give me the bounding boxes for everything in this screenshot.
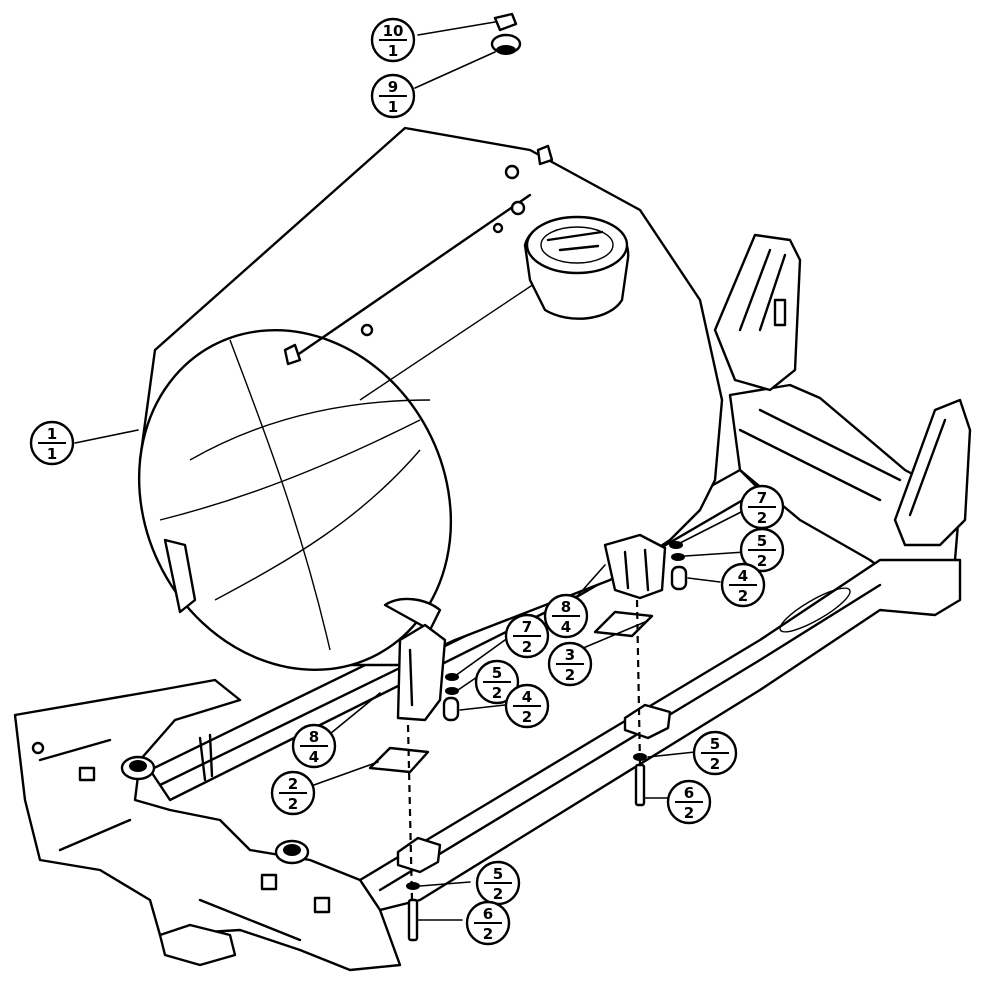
callout-item-number: 7	[757, 489, 767, 507]
callout-balloon: 42	[720, 562, 766, 608]
callout-balloon: 84	[291, 723, 337, 769]
callout-quantity: 2	[492, 684, 502, 702]
callout-quantity: 2	[493, 885, 503, 903]
callout-balloon: 91	[370, 73, 416, 119]
callout-balloon: 42	[504, 683, 550, 729]
callout-balloon: 32	[547, 641, 593, 687]
callout-quantity: 2	[483, 925, 493, 943]
callout-quantity: 4	[561, 618, 571, 636]
callout-balloon: 52	[475, 860, 521, 906]
callout-quantity: 2	[757, 552, 767, 570]
callout-item-number: 2	[288, 775, 298, 793]
callout-balloon: 72	[739, 484, 785, 530]
callout-quantity: 2	[522, 708, 532, 726]
callout-item-number: 8	[309, 728, 319, 746]
callout-item-number: 8	[561, 598, 571, 616]
cap-part	[493, 12, 518, 32]
callout-quantity: 2	[738, 587, 748, 605]
callout-item-number: 4	[738, 567, 748, 585]
callout-item-number: 9	[388, 78, 398, 96]
callout-item-number: 6	[684, 784, 694, 802]
callout-balloon: 72	[504, 613, 550, 659]
leader-lines	[74, 21, 746, 921]
callout-item-number: 10	[383, 22, 404, 40]
callout-item-number: 4	[522, 688, 532, 706]
callout-quantity: 2	[684, 804, 694, 822]
callout-balloon: 52	[692, 730, 738, 776]
callout-quantity: 1	[47, 445, 57, 463]
callout-quantity: 1	[388, 42, 398, 60]
callout-balloon: 22	[270, 770, 316, 816]
callout-balloon: 101	[370, 17, 416, 63]
callout-item-number: 6	[483, 905, 493, 923]
callout-item-number: 1	[47, 425, 57, 443]
callout-item-number: 5	[493, 865, 503, 883]
callout-quantity: 2	[522, 638, 532, 656]
tank-brackets	[163, 533, 667, 722]
callout-quantity: 2	[710, 755, 720, 773]
callout-quantity: 2	[757, 509, 767, 527]
callout-balloon: 62	[465, 900, 511, 946]
callout-item-number: 5	[710, 735, 720, 753]
callout-balloon: 62	[666, 779, 712, 825]
callout-item-number: 5	[492, 664, 502, 682]
callout-balloon: 11	[29, 420, 75, 466]
callout-quantity: 1	[388, 98, 398, 116]
hardware-parts	[368, 12, 688, 942]
callout-item-number: 3	[565, 646, 575, 664]
tank	[137, 126, 724, 672]
callout-item-number: 7	[522, 618, 532, 636]
callout-quantity: 2	[288, 795, 298, 813]
callout-quantity: 4	[309, 748, 319, 766]
callout-balloon: 52	[474, 659, 520, 705]
callout-quantity: 2	[565, 666, 575, 684]
callout-item-number: 5	[757, 532, 767, 550]
callout-balloon: 84	[543, 593, 589, 639]
callout-balloon: 52	[739, 527, 785, 573]
